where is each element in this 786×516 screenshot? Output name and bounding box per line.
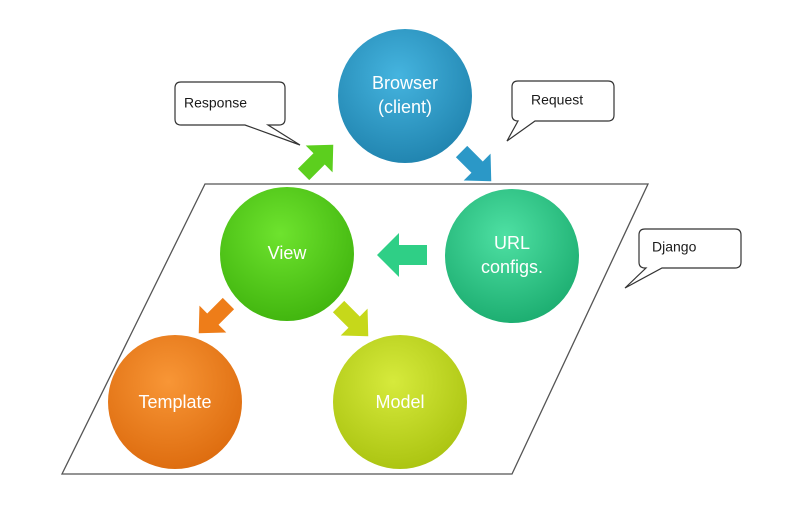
- url-to-view-arrow-icon: [377, 233, 427, 277]
- django-callout-label: Django: [652, 239, 697, 255]
- template-circle: [108, 335, 242, 469]
- view-circle: [220, 187, 354, 321]
- django-callout-shape: [624, 228, 742, 289]
- view-node: View: [220, 187, 354, 321]
- request-callout: Request: [506, 80, 615, 142]
- model-circle: [333, 335, 467, 469]
- request-callout-shape: [506, 80, 615, 142]
- response-callout-label: Response: [184, 95, 247, 111]
- browser-label-line1: Browser: [372, 73, 438, 93]
- template-label: Template: [138, 392, 211, 412]
- model-node: Model: [333, 335, 467, 469]
- url-configs-label-line2: configs.: [481, 257, 543, 277]
- model-label: Model: [375, 392, 424, 412]
- view-to-template-arrow-icon: [198, 297, 235, 334]
- django-callout: Django: [624, 228, 742, 289]
- view-to-model-arrow-icon: [332, 300, 369, 337]
- response-callout: Response: [174, 81, 301, 146]
- template-node: Template: [108, 335, 242, 469]
- url-configs-node: URL configs.: [445, 189, 579, 323]
- response-arrow-icon: [297, 144, 334, 181]
- url-configs-label-line1: URL: [494, 233, 530, 253]
- view-label: View: [268, 243, 308, 263]
- request-arrow-icon: [455, 145, 492, 182]
- response-callout-shape: [174, 81, 301, 146]
- browser-node: Browser (client): [338, 29, 472, 163]
- browser-circle: [338, 29, 472, 163]
- url-configs-circle: [445, 189, 579, 323]
- django-frame: [60, 183, 650, 475]
- request-callout-label: Request: [531, 92, 583, 108]
- browser-label-line2: (client): [378, 97, 432, 117]
